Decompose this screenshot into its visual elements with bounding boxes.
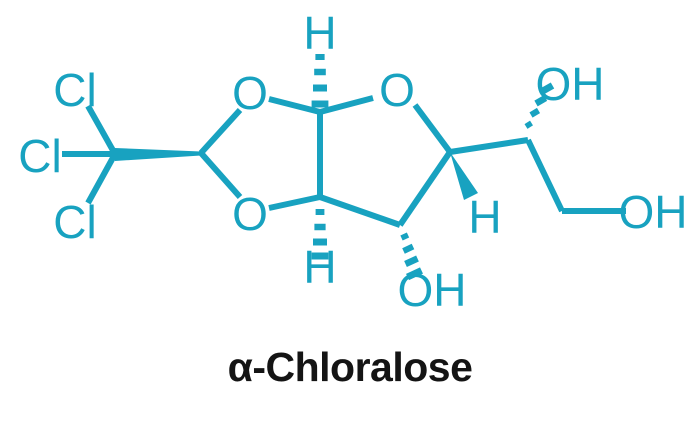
bond-c5-to-oh-hashed-wedge (524, 82, 555, 129)
bond-layer (62, 54, 626, 281)
atom-label-oh-side-upper: OH (536, 58, 605, 110)
bond-c1-to-c5 (449, 137, 529, 155)
atom-label-h-bottom: H (303, 241, 336, 293)
atom-label-cl-middle: Cl (18, 130, 61, 182)
atom-label-furanose-o: O (379, 64, 415, 116)
atom-label-layer: Cl Cl Cl O O H H O H OH OH OH (18, 7, 687, 316)
bond-c-cl-bottom (85, 152, 118, 205)
bond-c2ring-to-c1 (397, 150, 453, 227)
atom-label-oh-ring: OH (398, 264, 467, 316)
bond-c1-to-h-bold-wedge (450, 152, 478, 200)
bond-c4-to-c2ring (319, 194, 401, 228)
bond-o-top-to-c3 (268, 96, 321, 115)
bond-dioxolane-c-to-o-bottom (198, 151, 243, 199)
bond-c-cl-top (85, 104, 118, 156)
bond-dioxolane-c-to-o-top (198, 107, 243, 156)
bond-c2ring-to-oh-hashed-wedge (400, 232, 423, 281)
atom-label-oh-side-terminal: OH (619, 186, 688, 238)
compound-name-caption: α-Chloralose (227, 344, 473, 390)
bond-c5-to-c6 (525, 138, 565, 213)
bond-c4-to-h-hashed-wedge (311, 209, 329, 260)
atom-label-h-anomeric: H (468, 191, 501, 243)
atom-label-cl-bottom: Cl (53, 196, 96, 248)
bond-furanose-o-to-c1 (412, 103, 453, 154)
atom-label-cl-top: Cl (53, 64, 96, 116)
atom-label-dioxolane-o-top: O (232, 67, 268, 119)
bond-ccl3-to-dioxolane-bold-wedge (115, 148, 201, 161)
bond-c3-to-h-hashed-wedge (311, 54, 329, 108)
bond-o-bottom-to-c4 (268, 194, 321, 211)
atom-label-h-top: H (303, 7, 336, 59)
bond-c3-to-furanose-o (319, 95, 374, 115)
atom-label-dioxolane-o-bottom: O (232, 188, 268, 240)
